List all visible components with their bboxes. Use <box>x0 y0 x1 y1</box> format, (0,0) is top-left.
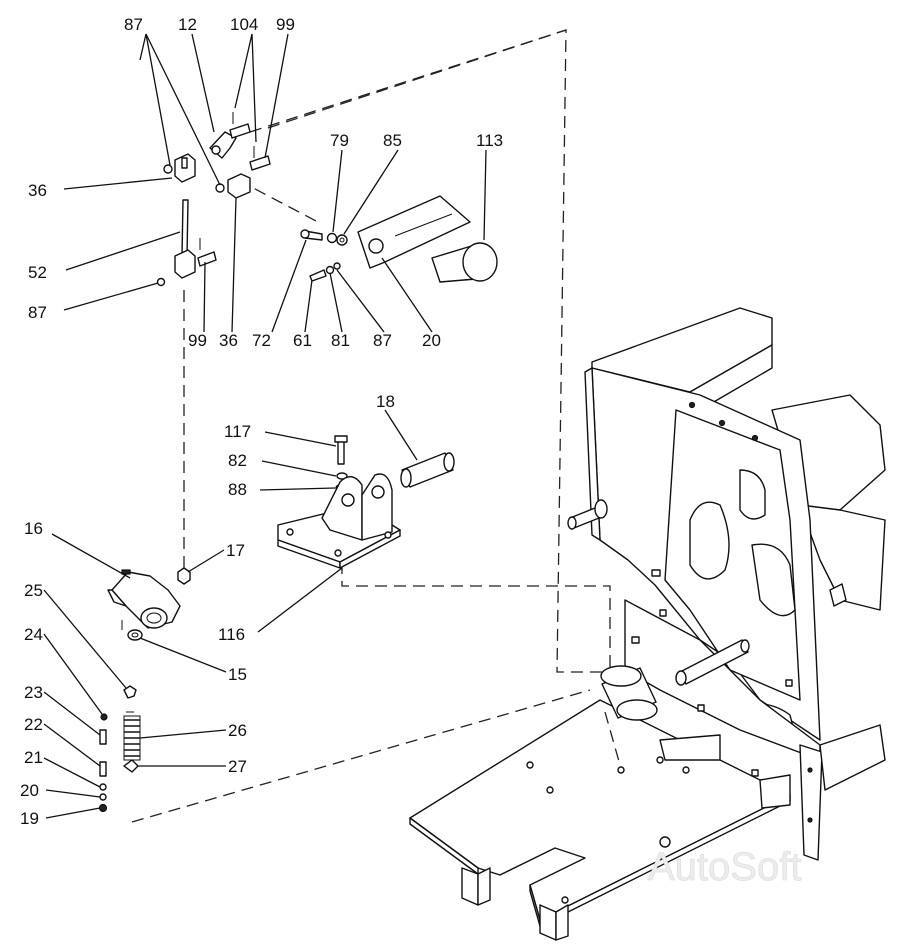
callout-52: 52 <box>28 263 47 282</box>
callout-20-bracket: 20 <box>422 331 441 350</box>
watermark-logo: AutoSoft <box>648 845 801 889</box>
callout-87-right: 87 <box>373 331 392 350</box>
callout-104: 104 <box>230 15 258 34</box>
callout-99-top: 99 <box>276 15 295 34</box>
callout-36-left: 36 <box>28 181 47 200</box>
callout-72: 72 <box>252 331 271 350</box>
callout-22: 22 <box>24 715 43 734</box>
callout-82: 82 <box>228 451 247 470</box>
callout-61: 61 <box>293 331 312 350</box>
callout-15: 15 <box>228 665 247 684</box>
callout-99-bottom: 99 <box>188 331 207 350</box>
callout-79: 79 <box>330 131 349 150</box>
callout-20-washer: 20 <box>20 781 39 800</box>
callout-17: 17 <box>226 541 245 560</box>
callout-36-bottom: 36 <box>219 331 238 350</box>
assembly-guide-lines <box>131 29 611 823</box>
callout-21: 21 <box>24 748 43 767</box>
callout-16: 16 <box>24 519 43 538</box>
machine-frame <box>567 307 886 861</box>
callout-88: 88 <box>228 480 247 499</box>
callout-18: 18 <box>376 392 395 411</box>
callout-24: 24 <box>24 625 43 644</box>
callout-27: 27 <box>228 757 247 776</box>
callout-labels: 87 12 104 99 36 79 85 113 52 87 99 36 72… <box>20 15 503 828</box>
callout-87-left: 87 <box>28 303 47 322</box>
callout-25: 25 <box>24 581 43 600</box>
lower-left-parts <box>98 567 191 813</box>
callout-19: 19 <box>20 809 39 828</box>
middle-parts <box>277 435 455 569</box>
floor-plate <box>409 699 791 941</box>
callout-26: 26 <box>228 721 247 740</box>
callout-113: 113 <box>476 131 503 150</box>
callout-23: 23 <box>24 683 43 702</box>
callout-87-top: 87 <box>124 15 143 34</box>
upper-linkage <box>156 112 498 287</box>
leader-lines <box>43 33 487 819</box>
callout-117: 117 <box>224 422 251 441</box>
callout-85: 85 <box>383 131 402 150</box>
pivot-bushing <box>600 665 658 774</box>
callout-116: 116 <box>218 625 245 644</box>
callout-12: 12 <box>178 15 197 34</box>
callout-81: 81 <box>331 331 350 350</box>
